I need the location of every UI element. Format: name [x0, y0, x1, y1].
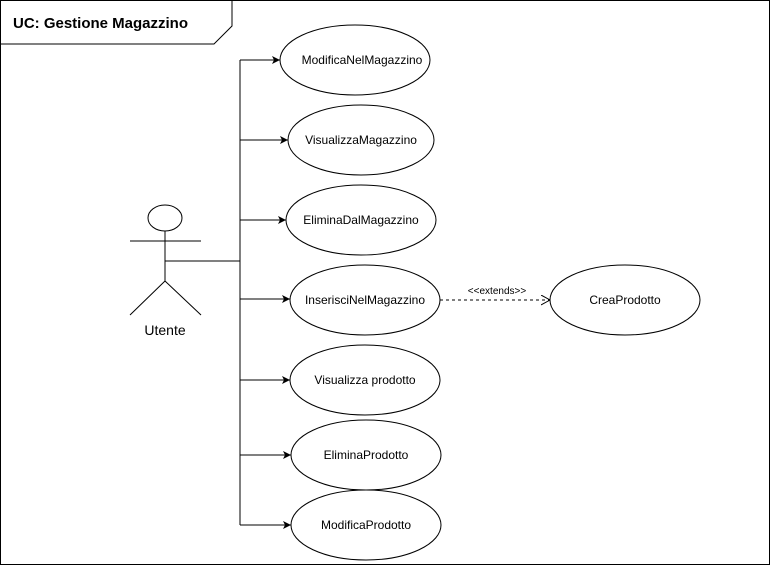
- use-case-crea-prodotto[interactable]: CreaProdotto: [549, 264, 701, 336]
- use-case-label: ModificaProdotto: [321, 518, 411, 532]
- use-case-ellipse[interactable]: [287, 104, 435, 176]
- actor-left-leg: [129, 280, 166, 316]
- use-case-label: ModificaNelMagazzino: [302, 53, 423, 67]
- actor-head: [147, 204, 183, 232]
- use-case-modifica-nel-magazzino[interactable]: ModificaNelMagazzino: [279, 24, 431, 96]
- actor-name: Utente: [144, 322, 185, 338]
- actor-right-leg: [164, 280, 202, 316]
- actor-utente: Utente: [129, 204, 202, 338]
- use-case-inserisci-nel-magazzino[interactable]: InserisciNelMagazzino: [289, 264, 441, 336]
- use-case-label: InserisciNelMagazzino: [305, 293, 425, 307]
- use-case-label: VisualizzaMagazzino: [305, 133, 417, 147]
- use-case-modifica-prodotto[interactable]: ModificaProdotto: [290, 489, 442, 561]
- use-case-visualizza-magazzino[interactable]: VisualizzaMagazzino: [287, 104, 435, 176]
- use-case-elimina-prodotto[interactable]: EliminaProdotto: [290, 419, 442, 491]
- use-case-label: Visualizza prodotto: [314, 373, 416, 387]
- use-case-label: EliminaProdotto: [324, 448, 409, 462]
- use-case-ellipse[interactable]: [549, 264, 701, 336]
- title-tab: [0, 0, 233, 45]
- use-case-label: CreaProdotto: [589, 293, 661, 307]
- use-case-label: EliminaDalMagazzino: [303, 213, 419, 227]
- diagram-title: UC: Gestione Magazzino: [13, 15, 188, 32]
- use-case-elimina-dal-magazzino[interactable]: EliminaDalMagazzino: [285, 184, 437, 256]
- use-case-visualizza-prodotto[interactable]: Visualizza prodotto: [289, 344, 441, 416]
- association-lines: [165, 56, 291, 529]
- use-case-ellipse[interactable]: [290, 489, 442, 561]
- extends-stereotype: <<extends>>: [468, 286, 527, 297]
- use-case-ellipse[interactable]: [289, 344, 441, 416]
- use-case-ellipse[interactable]: [279, 24, 431, 96]
- use-case-ellipse[interactable]: [285, 184, 437, 256]
